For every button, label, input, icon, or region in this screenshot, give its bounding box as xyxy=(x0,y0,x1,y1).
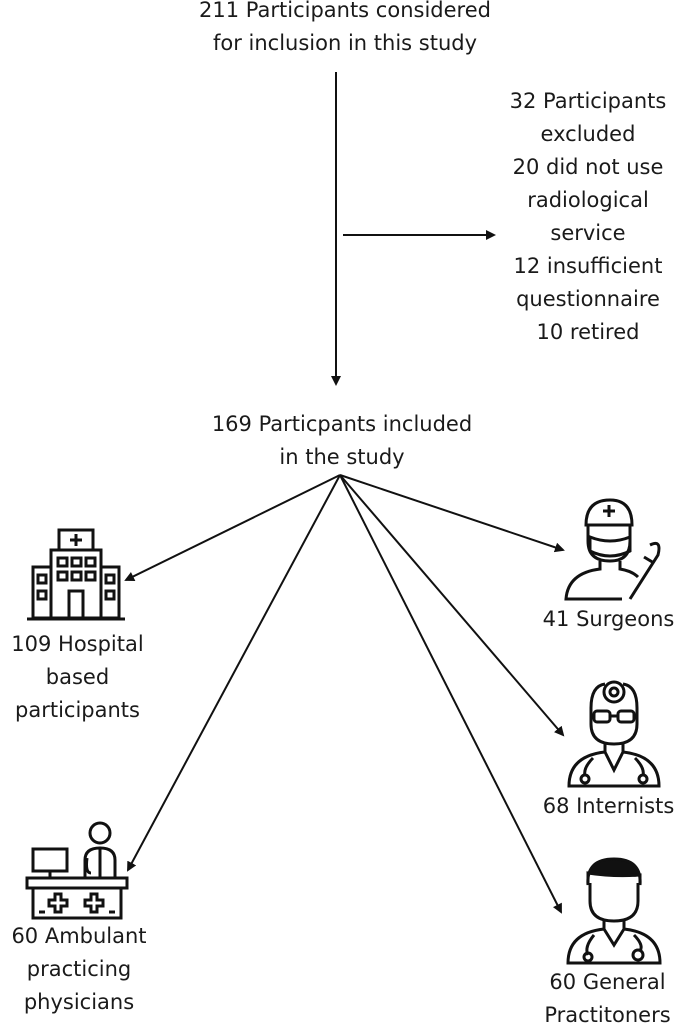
excluded-line: excluded xyxy=(540,122,636,146)
hospital-line: based xyxy=(45,665,110,689)
arrow-to-ambulant xyxy=(127,474,341,872)
internists-line: 68 Internists xyxy=(542,794,675,818)
surgeons-line: 41 Surgeons xyxy=(542,607,675,631)
excluded-line: radiological xyxy=(527,188,649,212)
considered-box: 211 Participants considered for inclusio… xyxy=(140,0,550,60)
doctor-stethoscope-icon xyxy=(566,857,662,965)
internists-label: 68 Internists xyxy=(532,790,685,823)
excluded-line: service xyxy=(550,221,626,245)
included-line-1: 169 Particpants included xyxy=(211,412,473,436)
excluded-line: 10 retired xyxy=(536,320,640,344)
arrow-to-gps xyxy=(339,474,562,914)
excluded-line: 32 Participants xyxy=(509,89,667,113)
excluded-box: 32 Participants excluded 20 did not use … xyxy=(488,85,685,349)
doctor-head-mirror-icon xyxy=(567,680,661,788)
surgeon-icon xyxy=(564,498,661,601)
hospital-icon xyxy=(27,528,125,621)
ambulant-line: practicing xyxy=(26,957,132,981)
considered-line-2: for inclusion in this study xyxy=(212,31,478,55)
gps-line: Practitoners xyxy=(544,1003,671,1027)
surgeons-label: 41 Surgeons xyxy=(532,603,685,636)
arrow-to-surgeons xyxy=(339,474,565,553)
reception-desk-doctor-icon xyxy=(25,821,129,920)
gps-label: 60 General Practitoners xyxy=(530,966,685,1032)
arrow-to-internists xyxy=(339,474,565,737)
considered-line-1: 211 Participants considered xyxy=(199,0,491,22)
ambulant-label: 60 Ambulant practicing physicians xyxy=(0,920,158,1019)
excluded-line: 20 did not use xyxy=(512,155,664,179)
excluded-line: 12 insufficient xyxy=(513,254,663,278)
arrow-to-hospital xyxy=(124,474,341,581)
ambulant-line: physicians xyxy=(23,990,135,1014)
excluded-line: questionnaire xyxy=(516,287,660,311)
included-box: 169 Particpants included in the study xyxy=(172,408,512,474)
gps-line: 60 General xyxy=(549,970,666,994)
hospital-line: 109 Hospital xyxy=(11,632,144,656)
ambulant-line: 60 Ambulant xyxy=(11,924,147,948)
hospital-label: 109 Hospital based participants xyxy=(0,628,155,727)
included-line-2: in the study xyxy=(279,445,405,469)
hospital-line: participants xyxy=(15,698,140,722)
